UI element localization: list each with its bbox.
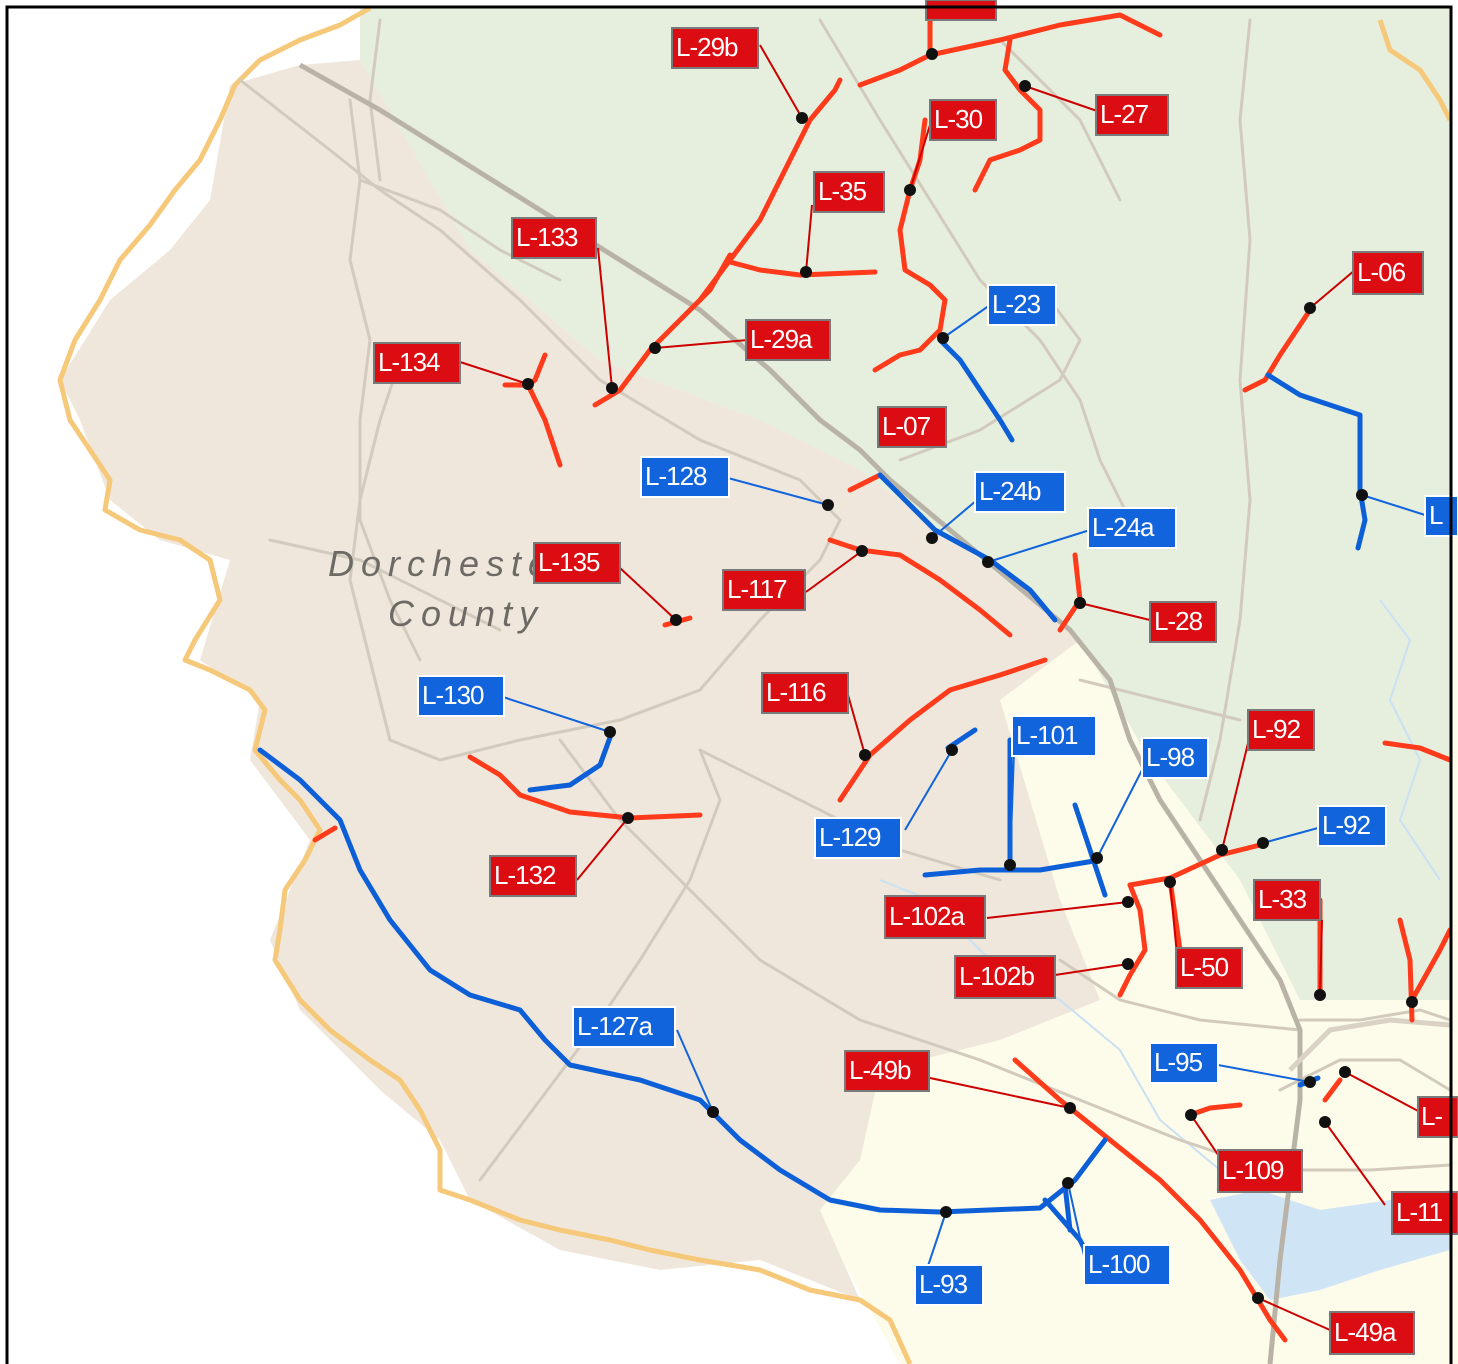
svg-text:L-130: L-130 (422, 680, 484, 710)
map-label[interactable]: L-07 (877, 406, 947, 448)
map-label[interactable]: L-117 (722, 569, 806, 611)
svg-text:L-07: L-07 (882, 411, 931, 441)
svg-text:L-29a: L-29a (750, 324, 813, 354)
map-label[interactable]: L-129 (814, 817, 902, 859)
svg-text:L-23: L-23 (992, 289, 1041, 319)
svg-text:L-101: L-101 (1016, 720, 1078, 750)
svg-text:L-134: L-134 (378, 347, 440, 377)
svg-text:L-27: L-27 (1100, 99, 1149, 129)
map-label[interactable]: L-102b (954, 955, 1056, 999)
svg-text:L-33: L-33 (1258, 884, 1307, 914)
svg-text:L-95: L-95 (1154, 1047, 1203, 1077)
map-label[interactable]: L-33 (1253, 879, 1321, 921)
map-label[interactable]: L-127a (572, 1006, 676, 1048)
county-border-east (1377, 19, 1453, 122)
svg-text:L-100: L-100 (1088, 1249, 1150, 1279)
map-label[interactable]: L-28 (1149, 601, 1217, 643)
svg-text:L-109: L-109 (1222, 1155, 1284, 1185)
svg-text:L-24a: L-24a (1092, 512, 1155, 542)
map-label[interactable]: L-29a (745, 319, 831, 361)
svg-text:L-50: L-50 (1180, 952, 1229, 982)
map-label[interactable]: L-133 (511, 217, 597, 259)
map-label[interactable]: L-27 (1095, 94, 1169, 136)
map-label[interactable]: L-130 (417, 675, 505, 717)
county-border (57, 5, 913, 1364)
map-label[interactable]: L-92 (1247, 709, 1315, 751)
map-label[interactable]: L-93 (914, 1264, 984, 1306)
map-frame (5, 5, 1453, 1364)
map-label[interactable]: L-132 (489, 855, 577, 897)
svg-text:L-133: L-133 (516, 222, 578, 252)
svg-text:L-24b: L-24b (979, 476, 1041, 506)
map-label[interactable]: L-49b (844, 1050, 930, 1092)
highway-east (1288, 1017, 1451, 1072)
map-label[interactable]: L-50 (1175, 947, 1243, 989)
county-name-line2: County (388, 593, 544, 634)
map-label[interactable]: L-98 (1141, 737, 1209, 779)
svg-text:L-102a: L-102a (889, 901, 965, 931)
map-label[interactable]: L (1424, 495, 1458, 537)
map-label[interactable]: L-116 (761, 672, 849, 714)
map-label[interactable]: L-49a (1329, 1311, 1415, 1355)
svg-text:L-128: L-128 (645, 461, 707, 491)
river-water (1210, 1190, 1450, 1300)
svg-text:L-29b: L-29b (676, 32, 738, 62)
map-label[interactable]: L-95 (1149, 1042, 1219, 1084)
svg-text:L-117: L-117 (727, 574, 787, 604)
svg-text:L-127a: L-127a (577, 1011, 653, 1041)
svg-text:L-92: L-92 (1322, 810, 1371, 840)
map-label[interactable]: L-134 (373, 342, 461, 384)
county-name-line1: Dorchester (328, 543, 574, 584)
map-label[interactable]: L-23 (987, 284, 1057, 326)
road-network (238, 18, 1452, 1182)
svg-text:L-92: L-92 (1252, 714, 1301, 744)
dorchester-county-area (60, 60, 1100, 1300)
map-label[interactable]: L-24a (1087, 507, 1177, 549)
svg-text:L-: L- (1421, 1101, 1442, 1131)
svg-text:L-129: L-129 (819, 822, 881, 852)
map-label[interactable]: L-24b (974, 471, 1066, 513)
map-label[interactable]: L-06 (1352, 251, 1424, 295)
svg-text:L-28: L-28 (1154, 606, 1203, 636)
svg-text:L-93: L-93 (919, 1269, 968, 1299)
map-label[interactable]: L-29b (671, 27, 759, 69)
map-label[interactable]: L-101 (1011, 715, 1097, 757)
map-label[interactable]: L-135 (533, 542, 621, 584)
svg-text:L-132: L-132 (494, 860, 556, 890)
map-label[interactable]: L-92 (1317, 805, 1387, 847)
map-label-group: L-29b L-27 L-30 L-35 L-133 L-06 L-23 L-2… (373, 0, 1458, 1355)
map-label[interactable]: L-102a (884, 895, 986, 939)
svg-text:L-49a: L-49a (1334, 1317, 1397, 1347)
svg-text:L-102b: L-102b (959, 961, 1034, 991)
line-vertices (522, 48, 1418, 1304)
svg-text:L-11: L-11 (1396, 1197, 1443, 1227)
label-leader-lines (459, 44, 1426, 1331)
map-label[interactable]: L-35 (813, 171, 885, 213)
map-label[interactable]: L-100 (1083, 1244, 1171, 1286)
svg-text:L-98: L-98 (1146, 742, 1195, 772)
svg-text:L-06: L-06 (1357, 257, 1406, 287)
map-label[interactable]: L-30 (929, 99, 997, 141)
map-label[interactable]: L-128 (640, 456, 730, 498)
svg-text:L-35: L-35 (818, 176, 867, 206)
svg-text:L-30: L-30 (934, 104, 983, 134)
svg-text:L-49b: L-49b (849, 1055, 911, 1085)
svg-text:L-135: L-135 (538, 547, 600, 577)
svg-text:L-116: L-116 (766, 677, 826, 707)
map-label[interactable] (925, 0, 997, 21)
svg-text:L: L (1429, 500, 1443, 530)
map-label[interactable]: L-109 (1217, 1149, 1303, 1193)
map-label[interactable]: L-11 (1391, 1191, 1458, 1235)
